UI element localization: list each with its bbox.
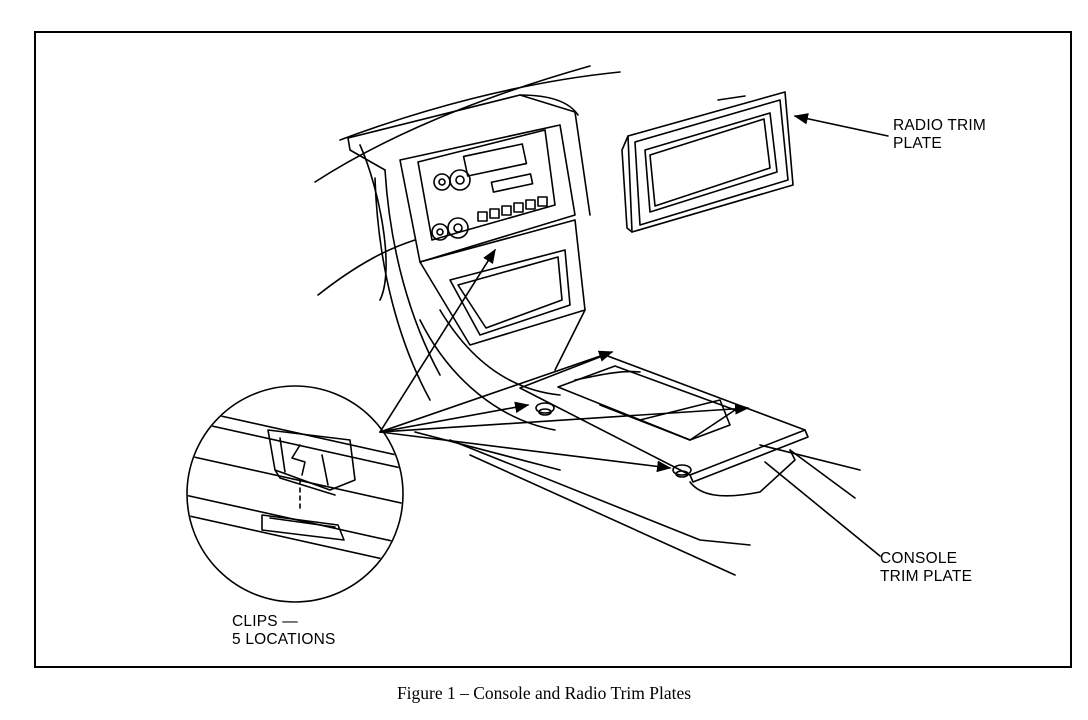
console-trim-plate-leader bbox=[764, 461, 881, 557]
clips-label: CLIPS — 5 LOCATIONS bbox=[232, 613, 336, 648]
center-stack-bezel bbox=[347, 94, 591, 401]
radio-trim-plate-part bbox=[621, 91, 794, 233]
radio-trim-plate-arrow bbox=[793, 113, 889, 137]
dashboard-lines bbox=[314, 65, 621, 296]
console-lower-plate bbox=[519, 354, 809, 483]
radio-trim-plate-label: RADIO TRIM PLATE bbox=[893, 117, 986, 152]
clip-leader-arrows bbox=[379, 248, 750, 473]
console-trim-plate-label: CONSOLE TRIM PLATE bbox=[880, 550, 973, 585]
figure-frame bbox=[34, 31, 1072, 668]
console-body bbox=[414, 404, 861, 576]
radio-unit bbox=[417, 129, 556, 241]
figure-caption: Figure 1 – Console and Radio Trim Plates bbox=[396, 683, 692, 703]
console-sides bbox=[419, 309, 586, 431]
clip-detail-circle bbox=[186, 385, 404, 603]
console-clips bbox=[535, 402, 692, 478]
